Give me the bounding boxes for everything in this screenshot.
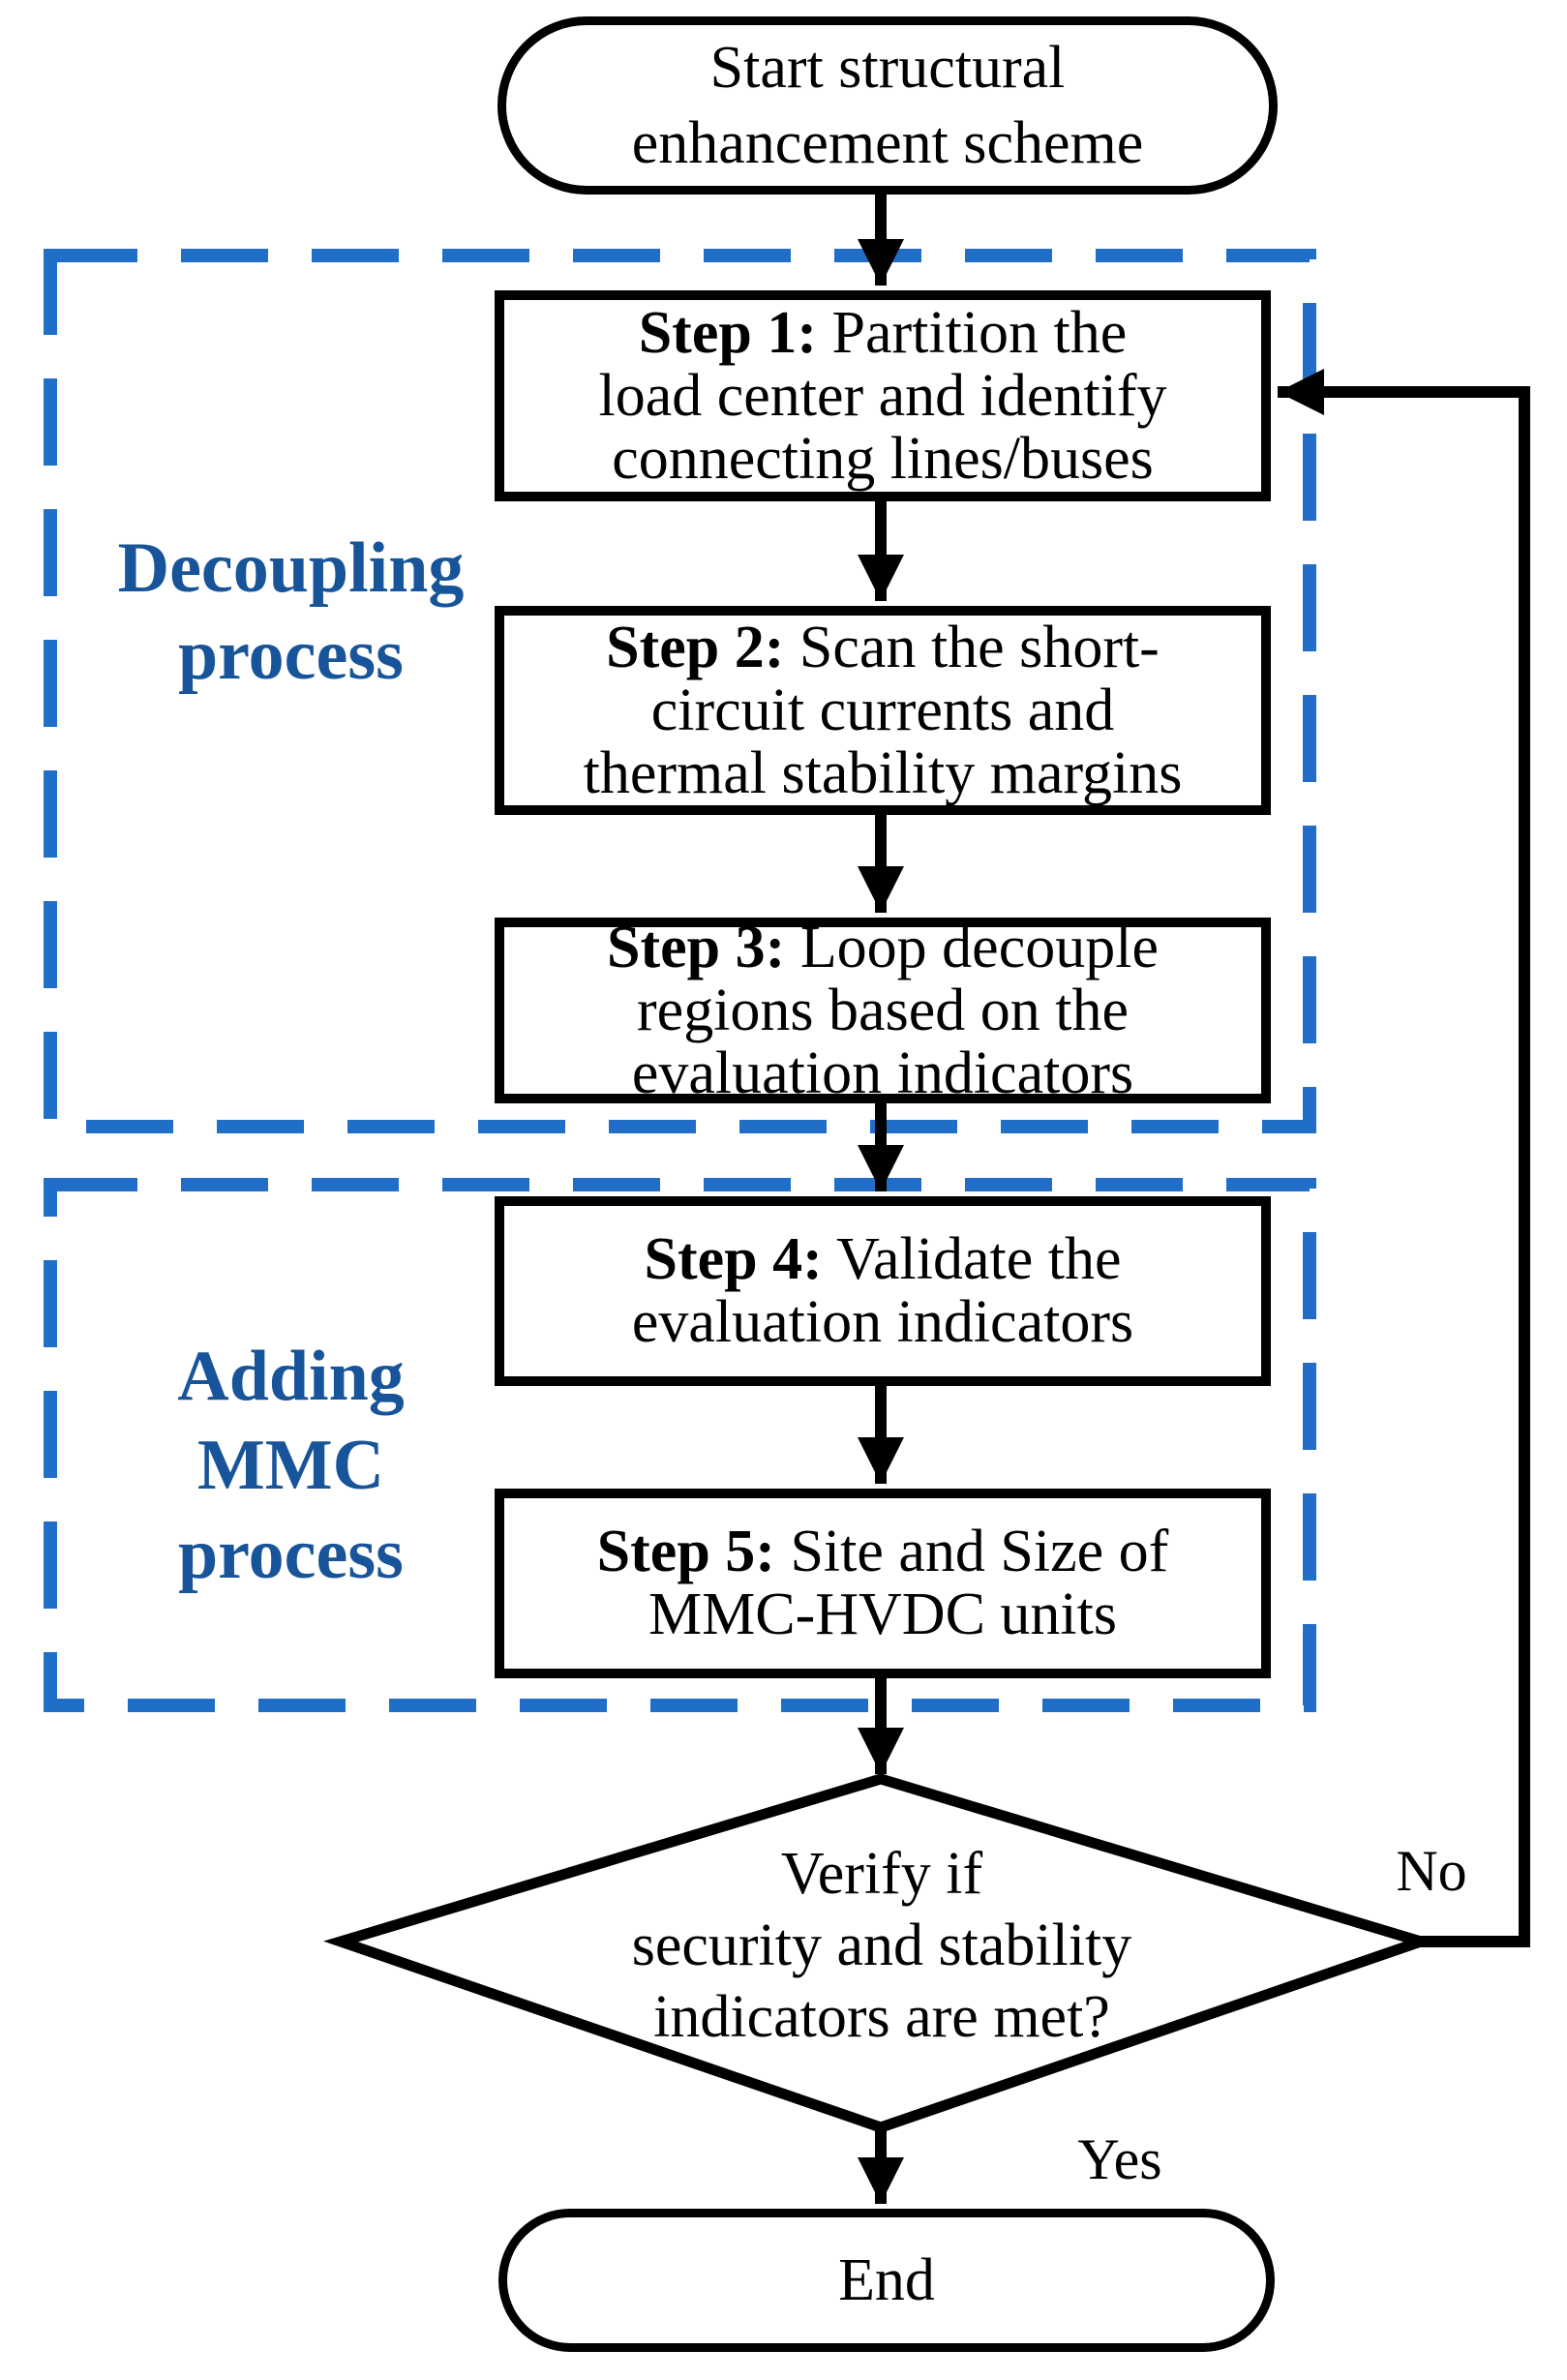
step5-text-line: MMC-HVDC units <box>648 1582 1117 1647</box>
step1-text: Partition the <box>816 299 1128 366</box>
decision-text-line: indicators are met? <box>653 1984 1110 2050</box>
decision-text-line: security and stability <box>631 1913 1132 1978</box>
step1-text-line: load center and identify <box>598 362 1167 429</box>
decoupling-process-label-line: Decoupling <box>117 528 465 608</box>
step2-title-line: Step 2: Scan the short- <box>606 614 1160 680</box>
step3-text: Loop decouple <box>785 914 1159 980</box>
no-feedback-connector <box>1278 369 1530 1947</box>
no-branch-label: No <box>1396 1839 1467 1903</box>
step4-text-line: evaluation indicators <box>631 1289 1134 1355</box>
decision-diamond <box>323 1773 1438 2133</box>
decoupling-group-border <box>44 249 1316 1133</box>
step1-text-line: connecting lines/buses <box>612 425 1154 492</box>
step3-text-line: evaluation indicators <box>631 1039 1134 1106</box>
step5-title-line: Step 5: Site and Size of <box>597 1521 1169 1583</box>
end-node-label: End <box>838 2247 935 2313</box>
step3-box: Step 3: Loop decouple regions based on t… <box>495 914 1271 1106</box>
step1-box: Step 1: Partition the load center and id… <box>495 290 1271 501</box>
end-node: End <box>498 2209 1275 2352</box>
decision-text-line: Verify if <box>780 1841 983 1907</box>
step2-label: Step 2: <box>606 614 785 680</box>
step1-title-line: Step 1: Partition the <box>638 299 1128 366</box>
adding-mmc-process-label-line: process <box>178 1515 404 1594</box>
step5-text: Site and Size of <box>774 1519 1169 1584</box>
step4-title-line: Step 4: Validate the <box>644 1228 1121 1291</box>
step2-box: Step 2: Scan the short- circuit currents… <box>495 606 1271 815</box>
start-node-line: Start structural <box>709 35 1066 101</box>
step4-box: Step 4: Validate the evaluation indicato… <box>495 1196 1271 1386</box>
adding-mmc-process-label-line: MMC <box>196 1426 385 1505</box>
step1-label: Step 1: <box>638 299 817 366</box>
step2-text-line: circuit currents and <box>650 677 1115 743</box>
step3-text-line: regions based on the <box>637 977 1129 1043</box>
yes-branch-label: Yes <box>1077 2127 1162 2191</box>
step4-text: Validate the <box>822 1226 1122 1292</box>
start-node-line: enhancement scheme <box>631 110 1144 176</box>
step2-text: Scan the short- <box>784 614 1160 680</box>
step5-label: Step 5: <box>596 1519 775 1584</box>
decoupling-process-label-line: process <box>178 616 404 695</box>
decoupling-process-label: Decoupling process <box>46 525 535 699</box>
adding-mmc-process-label: Adding MMC process <box>46 1332 535 1599</box>
step4-label: Step 4: <box>644 1226 823 1292</box>
start-node: Start structural enhancement scheme <box>497 16 1278 195</box>
step5-box: Step 5: Site and Size of MMC-HVDC units <box>495 1489 1271 1678</box>
step2-text-line: thermal stability margins <box>583 739 1183 806</box>
step3-title-line: Step 3: Loop decouple <box>607 914 1159 980</box>
adding-mmc-group-border <box>44 1178 1316 1712</box>
decision-text: Verify if security and stability indicat… <box>533 1838 1230 2053</box>
adding-mmc-process-label-line: Adding <box>177 1337 405 1416</box>
step3-label: Step 3: <box>607 914 786 980</box>
